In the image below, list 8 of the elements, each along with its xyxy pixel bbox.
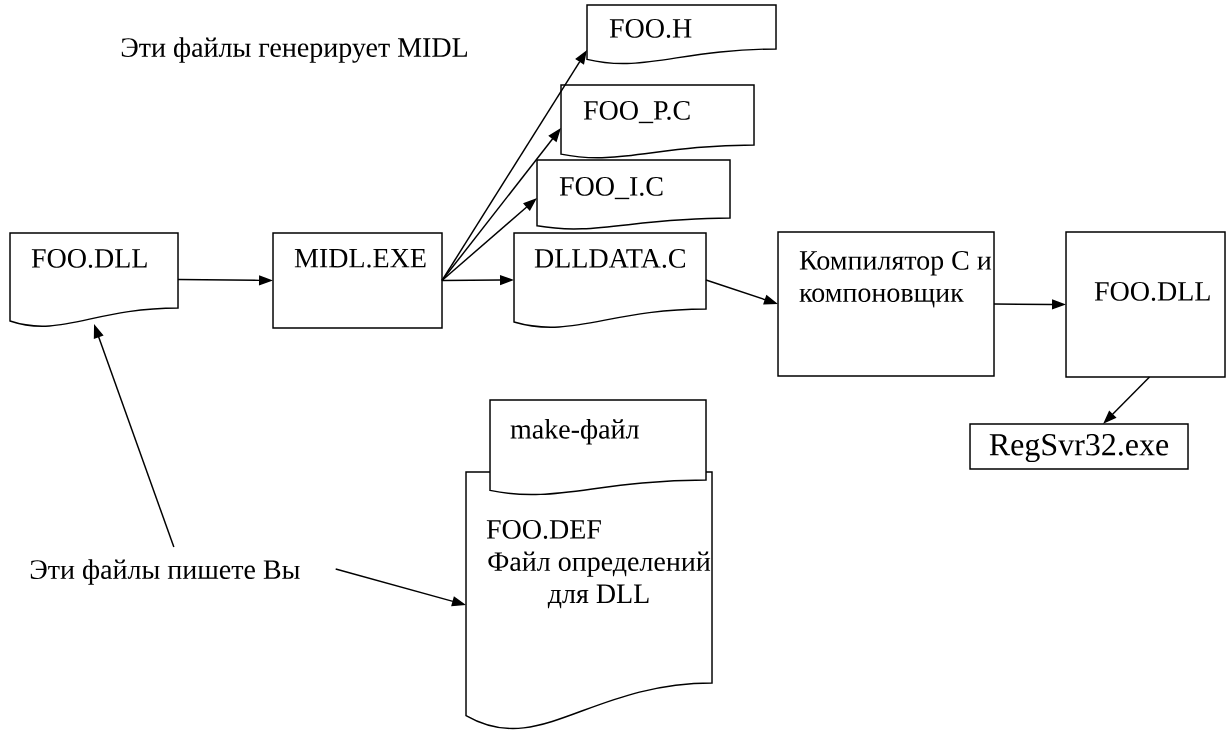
process-box: RegSvr32.exe <box>969 423 1189 470</box>
process-box: Компилятор C и компоновщик <box>777 231 995 377</box>
note-text: Эти файлы пишете Вы <box>30 559 300 585</box>
arrow <box>441 198 537 282</box>
process-box: FOO.DLL <box>1065 231 1226 378</box>
process-box: MIDL.EXE <box>272 232 443 329</box>
note-text: Эти файлы генерирует MIDL <box>121 37 467 63</box>
arrow <box>1103 376 1151 424</box>
